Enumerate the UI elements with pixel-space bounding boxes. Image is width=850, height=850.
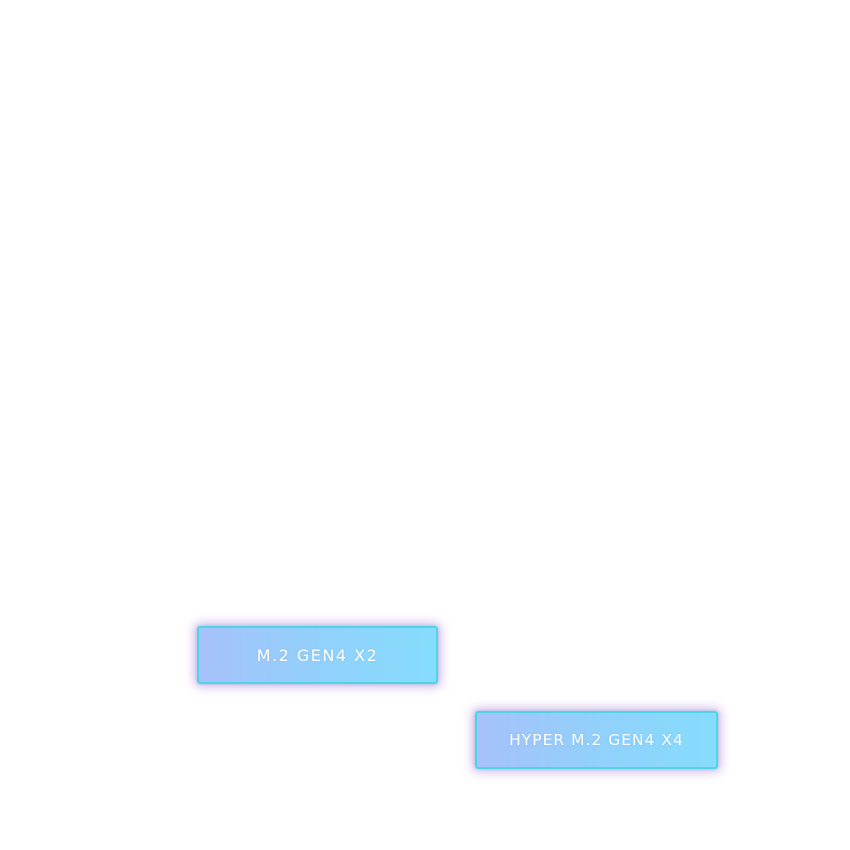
m2-gen4-x2-label: M.2 GEN4 X2 bbox=[256, 645, 379, 665]
hyper-m2-gen4-x4-label: HYPER M.2 GEN4 X4 bbox=[509, 731, 684, 749]
m2-gen4-x2-button[interactable]: M.2 GEN4 X2 bbox=[197, 626, 438, 684]
hyper-m2-gen4-x4-button[interactable]: HYPER M.2 GEN4 X4 bbox=[475, 711, 718, 769]
